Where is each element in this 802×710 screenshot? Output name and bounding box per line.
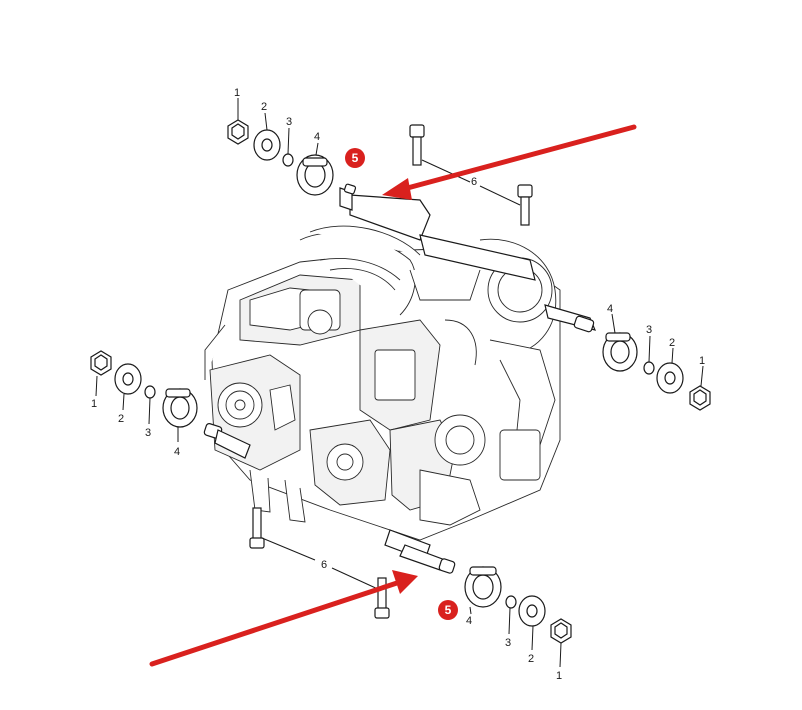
svg-text:5: 5	[352, 151, 359, 165]
top-stud-badge: 5	[345, 148, 365, 168]
top-bolts-leader-line-2	[479, 185, 521, 206]
leader-line	[264, 112, 268, 131]
bottom-bolts-leader-line	[261, 537, 316, 561]
callout-right-washer: 2	[669, 337, 675, 349]
bottom-stud-badge: 5	[438, 600, 458, 620]
top-washer-icon	[253, 129, 281, 161]
leader-line	[287, 127, 290, 155]
left-washer-icon	[114, 363, 142, 395]
top-bushing-icon	[296, 154, 334, 196]
right-washer-icon	[656, 362, 684, 394]
callout-bottom-oring: 3	[505, 637, 511, 649]
top-bolts-leader-line	[421, 159, 471, 183]
leader-line	[315, 142, 319, 156]
left-oring-icon	[144, 385, 156, 399]
leader-line	[95, 375, 98, 397]
bottom-red-arrow	[149, 570, 418, 667]
right-oring-icon	[643, 361, 655, 375]
bottom-bolts-leader-line-2	[331, 567, 381, 591]
top-bolt-b-icon	[517, 184, 533, 226]
bottom-bushing-icon	[464, 566, 502, 608]
leader-line	[559, 642, 562, 668]
bottom-oring-icon	[505, 595, 517, 609]
right-mount-shaft	[544, 304, 597, 333]
callout-left-oring: 3	[145, 427, 151, 439]
leader-line	[671, 347, 674, 364]
bottom-nut-icon	[550, 618, 572, 644]
left-mount-shaft	[203, 423, 251, 459]
callout-top-nut: 1	[234, 87, 240, 99]
callout-top-bushing: 4	[314, 131, 320, 143]
callout-right-oring: 3	[646, 324, 652, 336]
callout-top-bolts: 6	[471, 176, 477, 188]
callout-left-nut: 1	[91, 398, 97, 410]
leader-line	[611, 313, 616, 334]
top-mount-shaft	[339, 183, 536, 281]
top-oring-icon	[282, 153, 294, 167]
leader-line	[531, 625, 534, 651]
leader-line	[648, 335, 651, 363]
callout-right-bushing: 4	[607, 303, 613, 315]
callout-bottom-bolts: 6	[321, 559, 327, 571]
leader-line	[148, 397, 151, 425]
bottom-bolt-a-icon	[249, 507, 265, 549]
svg-text:5: 5	[445, 603, 452, 617]
leader-line	[700, 365, 704, 387]
bottom-washer-icon	[518, 595, 546, 627]
callout-left-bushing: 4	[174, 446, 180, 458]
callout-top-oring: 3	[286, 116, 292, 128]
callout-right-nut: 1	[699, 355, 705, 367]
top-bolt-a-icon	[409, 124, 425, 166]
callout-top-washer: 2	[261, 101, 267, 113]
leader-line	[469, 606, 472, 615]
top-red-arrow	[382, 124, 637, 200]
bottom-bolt-b-icon	[374, 577, 390, 619]
right-bushing-icon	[602, 332, 638, 372]
callout-bottom-washer: 2	[528, 653, 534, 665]
left-bushing-icon	[162, 388, 198, 428]
callout-left-washer: 2	[118, 413, 124, 425]
leader-line	[508, 607, 511, 635]
right-nut-icon	[689, 385, 711, 411]
left-nut-icon	[90, 350, 112, 376]
callout-bottom-bushing: 4	[466, 615, 472, 627]
leader-line	[122, 393, 125, 411]
top-nut-icon	[227, 119, 249, 145]
bottom-mount-shaft	[384, 529, 456, 574]
callout-bottom-nut: 1	[556, 670, 562, 682]
